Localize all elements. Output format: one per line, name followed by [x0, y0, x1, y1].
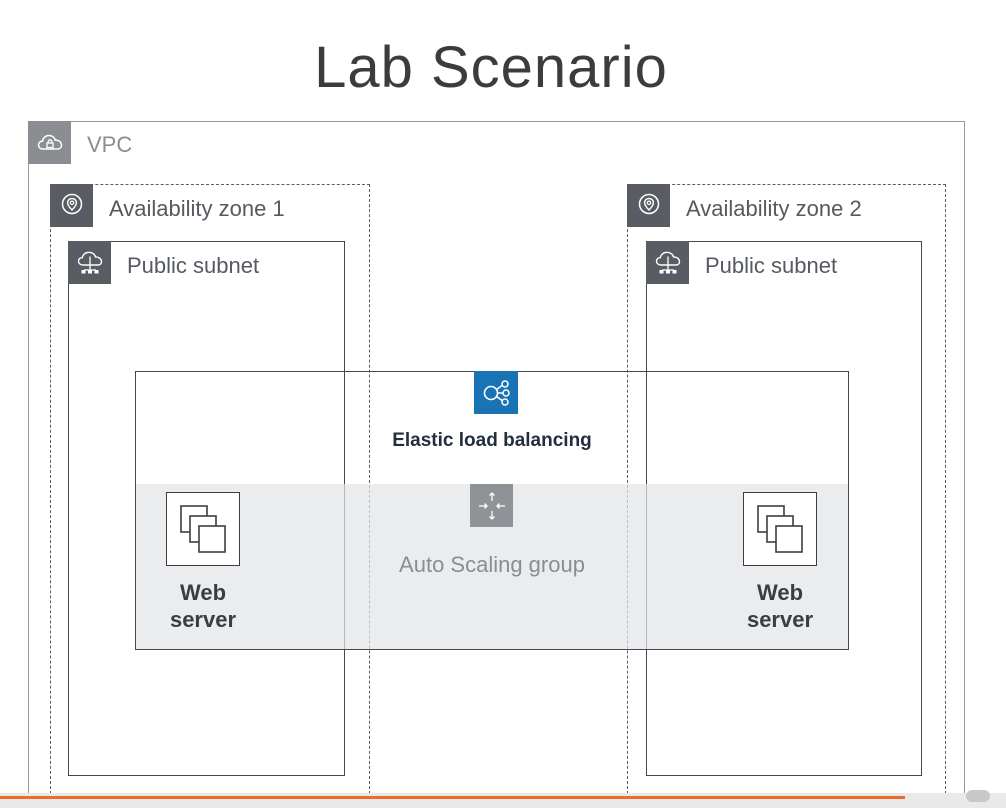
web-server-2-label-line2: server	[746, 607, 814, 632]
availability-zone-1-label: Availability zone 1	[109, 196, 285, 221]
public-subnet-1-label: Public subnet	[127, 253, 260, 278]
video-progress-handle[interactable]	[966, 790, 990, 802]
instances-icon	[743, 492, 817, 566]
elastic-load-balancing-icon	[474, 371, 518, 414]
location-pin-icon	[50, 184, 93, 227]
cloud-lock-icon	[28, 121, 71, 164]
auto-scaling-icon	[470, 484, 513, 527]
cloud-network-icon	[68, 241, 111, 284]
web-server-2-label-line1: Web	[756, 580, 804, 605]
location-pin-icon	[627, 184, 670, 227]
availability-zone-2-label: Availability zone 2	[686, 196, 862, 221]
instances-icon	[166, 492, 240, 566]
elastic-load-balancing-label: Elastic load balancing	[392, 430, 592, 451]
auto-scaling-group-label: Auto Scaling group	[399, 552, 585, 577]
video-progress-fill	[0, 796, 906, 799]
public-subnet-2-label: Public subnet	[705, 253, 838, 278]
web-server-1-label-line1: Web	[179, 580, 227, 605]
slide-title: Lab Scenario	[314, 35, 668, 100]
web-server-1-label-line2: server	[169, 607, 237, 632]
vpc-label: VPC	[87, 132, 133, 157]
cloud-network-icon	[646, 241, 689, 284]
